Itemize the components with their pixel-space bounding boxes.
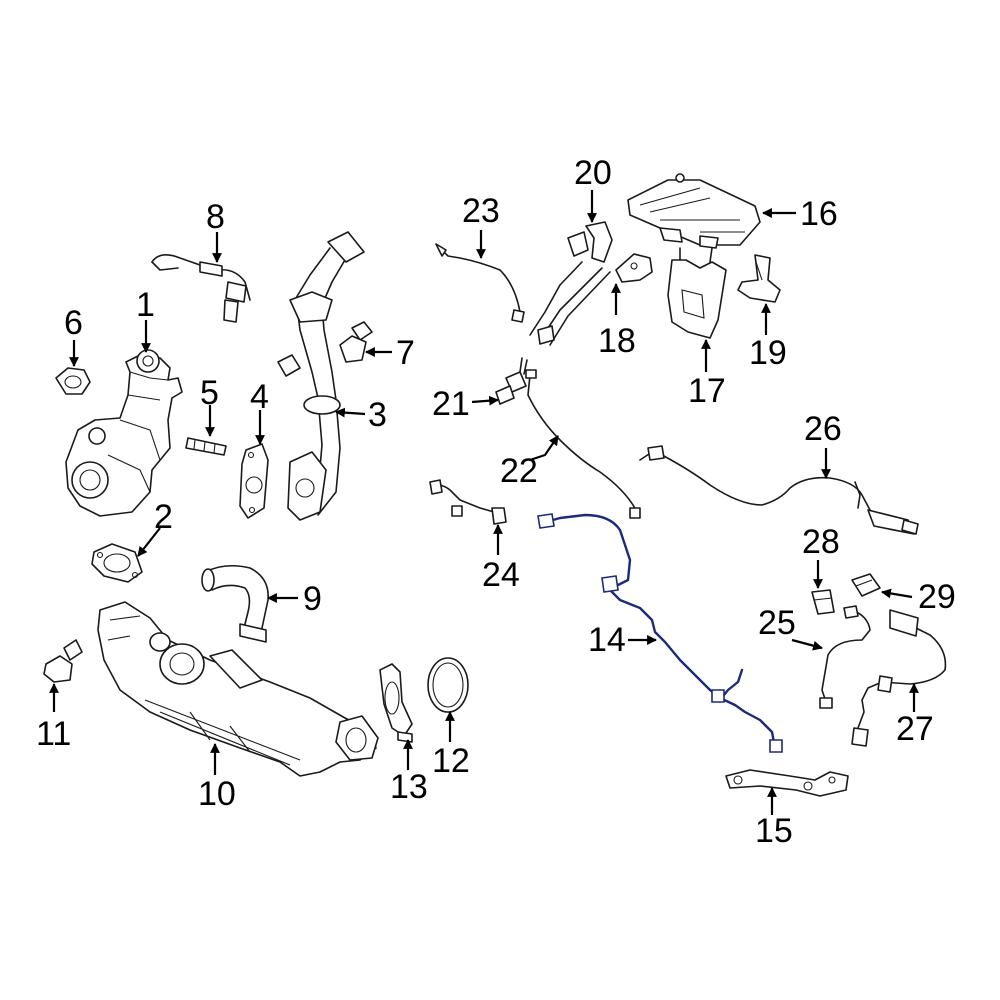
callout-16: 16 bbox=[800, 195, 838, 233]
part-23-vacuum-line[interactable] bbox=[435, 243, 525, 323]
callout-labels: 1 2 3 4 5 6 7 8 9 10 11 12 13 14 15 16 1… bbox=[36, 154, 956, 850]
callout-1: 1 bbox=[136, 286, 155, 324]
part-3-egr-tube[interactable] bbox=[277, 231, 365, 521]
callout-23: 23 bbox=[462, 192, 500, 230]
part-15-bracket[interactable] bbox=[725, 769, 849, 797]
callout-10: 10 bbox=[198, 775, 236, 813]
callout-13: 13 bbox=[390, 768, 428, 806]
part-10-egr-cooler[interactable] bbox=[97, 601, 379, 777]
callout-5: 5 bbox=[200, 374, 219, 412]
part-19-bracket[interactable] bbox=[737, 254, 781, 303]
callout-8: 8 bbox=[206, 198, 225, 236]
callout-11: 11 bbox=[36, 715, 71, 753]
part-24-sensor[interactable] bbox=[429, 479, 507, 525]
callout-7: 7 bbox=[396, 334, 415, 372]
part-11-bolt[interactable] bbox=[43, 639, 83, 683]
part-7-bolt[interactable] bbox=[339, 321, 373, 363]
part-6-nut[interactable] bbox=[55, 367, 91, 395]
callout-6: 6 bbox=[64, 304, 83, 342]
part-18-bracket[interactable] bbox=[615, 253, 653, 283]
part-4-flange-gasket[interactable] bbox=[239, 443, 269, 519]
callout-15: 15 bbox=[755, 812, 793, 850]
callout-4: 4 bbox=[250, 378, 269, 416]
callout-3: 3 bbox=[368, 396, 387, 434]
callout-12: 12 bbox=[432, 742, 470, 780]
part-20-line-bracket[interactable] bbox=[529, 221, 613, 346]
part-2-gasket[interactable] bbox=[91, 543, 143, 583]
part-25-sensor-lead[interactable] bbox=[819, 605, 871, 709]
callout-24: 24 bbox=[482, 556, 520, 594]
callout-19: 19 bbox=[749, 334, 787, 372]
callout-27: 27 bbox=[896, 710, 934, 748]
part-22-pressure-tube[interactable] bbox=[525, 369, 641, 519]
callout-29: 29 bbox=[918, 578, 956, 616]
part-13-clamp[interactable] bbox=[379, 663, 413, 743]
callout-9: 9 bbox=[303, 580, 322, 618]
part-26-sensor-harness[interactable] bbox=[639, 445, 919, 535]
part-8-sensor-harness[interactable] bbox=[151, 254, 251, 323]
callout-14: 14 bbox=[588, 621, 626, 659]
callout-28: 28 bbox=[802, 523, 840, 561]
part-21-sensor[interactable] bbox=[495, 357, 528, 405]
part-9-hose[interactable] bbox=[201, 564, 269, 643]
callout-2: 2 bbox=[154, 498, 173, 536]
part-1-egr-valve-housing[interactable] bbox=[65, 349, 183, 517]
callout-22: 22 bbox=[500, 452, 538, 490]
callout-26: 26 bbox=[804, 410, 842, 448]
part-12-o-ring[interactable] bbox=[427, 657, 469, 713]
callout-25: 25 bbox=[758, 604, 796, 642]
part-29-connector[interactable] bbox=[851, 573, 881, 597]
part-28-connector[interactable] bbox=[811, 589, 835, 615]
callout-21: 21 bbox=[432, 385, 470, 423]
part-27-sensor-harness[interactable] bbox=[851, 609, 947, 747]
callout-18: 18 bbox=[598, 322, 636, 360]
part-14-nox-sensor-harness[interactable] bbox=[537, 513, 783, 753]
leader-lines bbox=[49, 190, 919, 815]
part-5-stud[interactable] bbox=[185, 437, 227, 456]
part-16-control-module[interactable] bbox=[627, 173, 761, 249]
part-17-module-bracket[interactable] bbox=[667, 247, 727, 339]
callout-17: 17 bbox=[688, 372, 726, 410]
callout-20: 20 bbox=[574, 154, 612, 192]
